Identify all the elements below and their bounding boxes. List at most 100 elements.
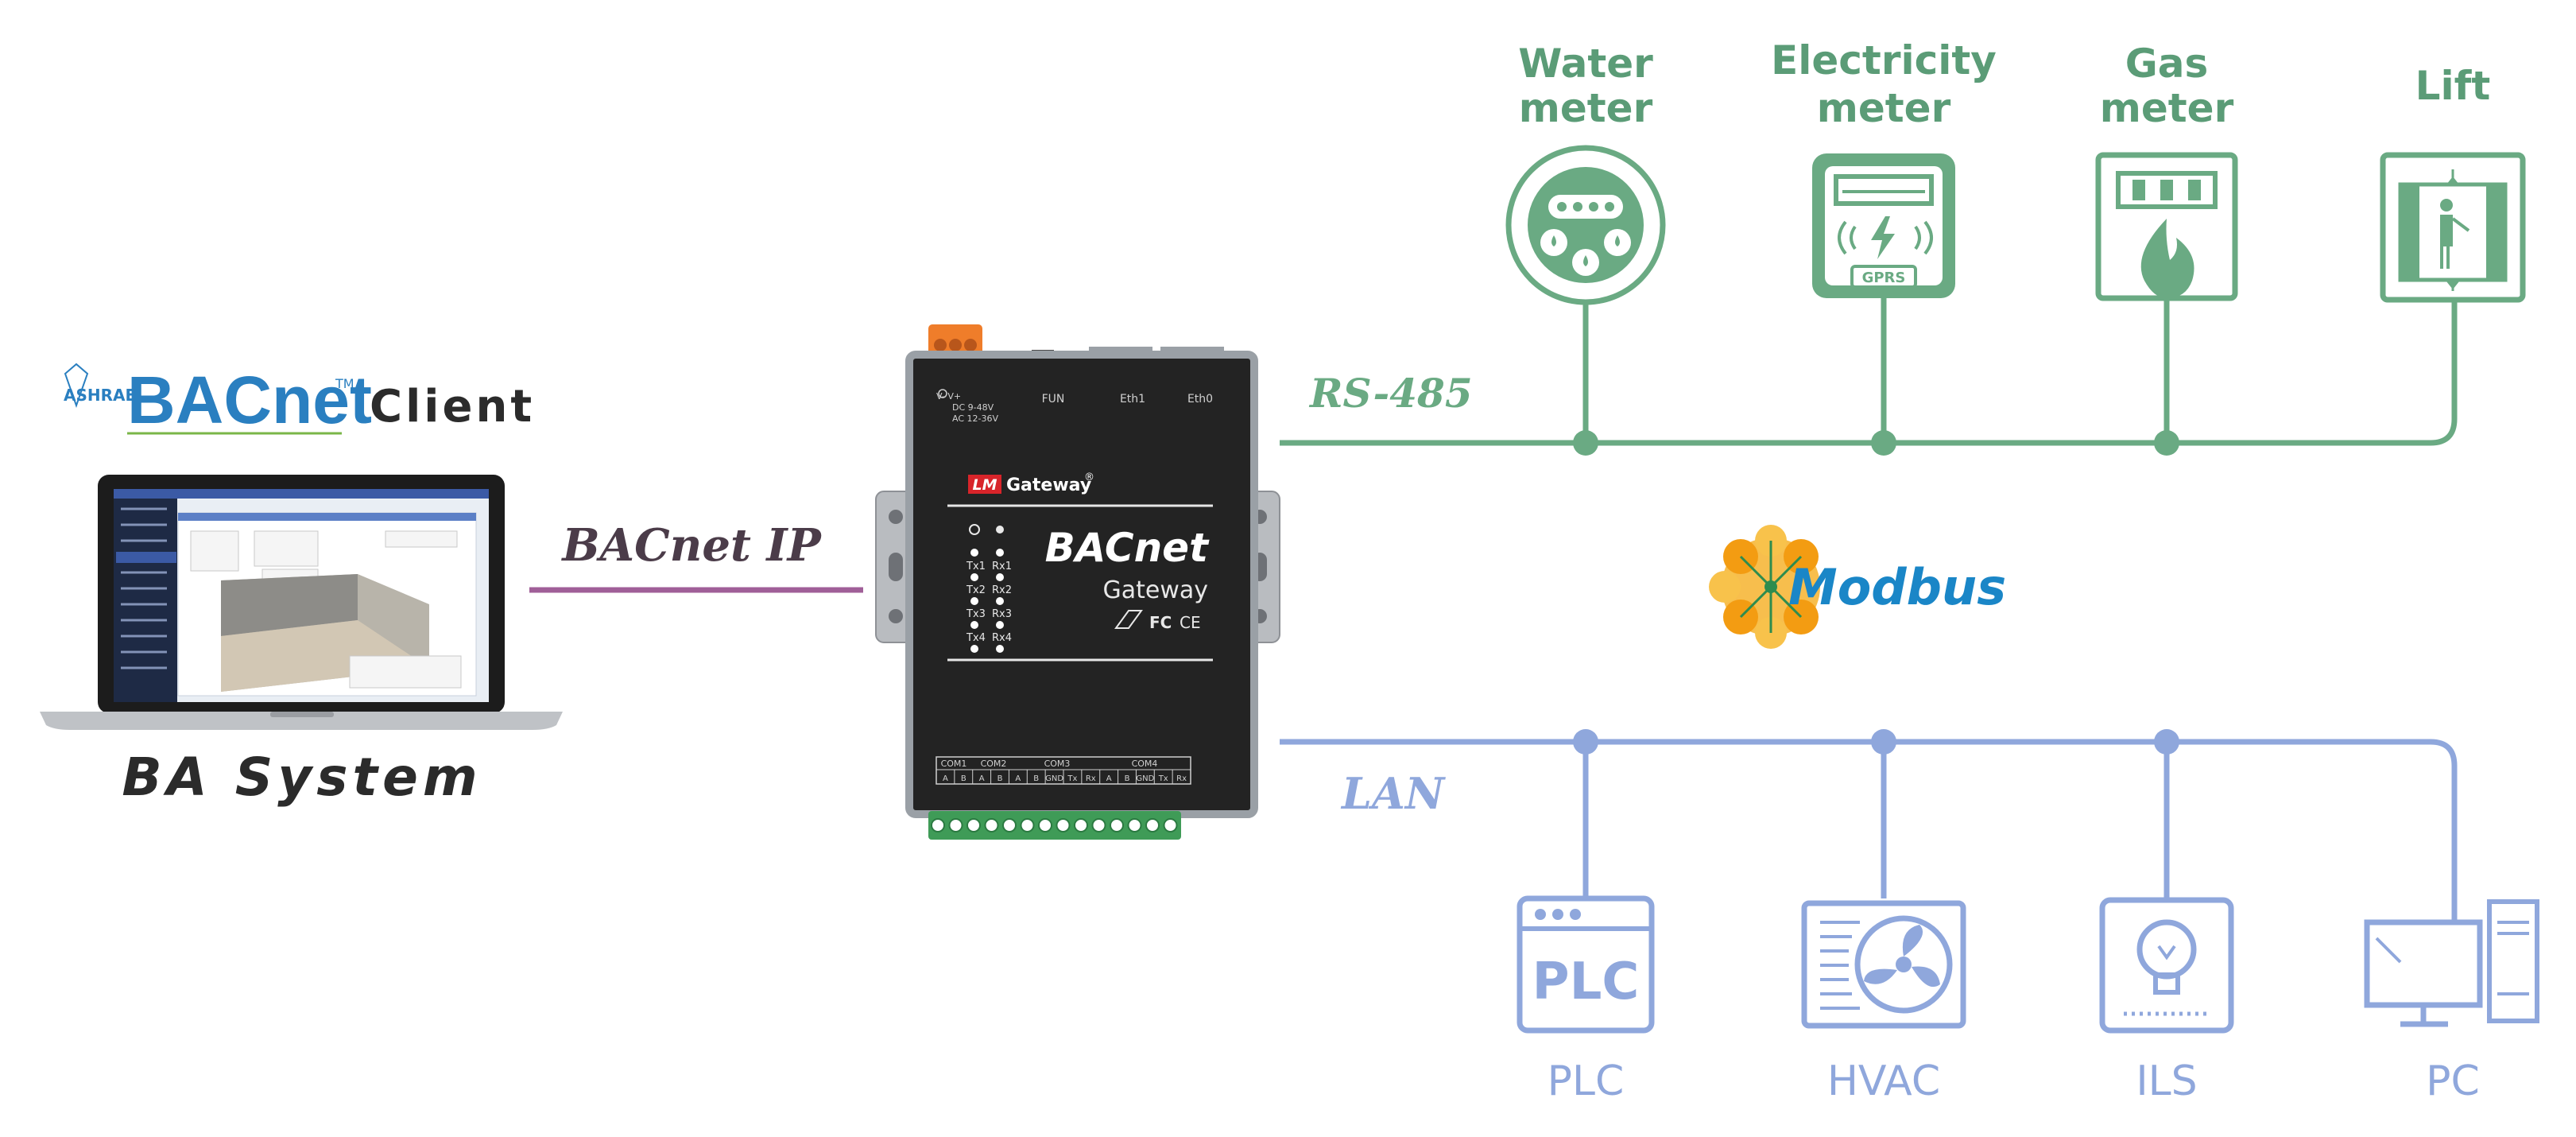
- led-dot: [996, 621, 1004, 629]
- led-dot: [996, 549, 1004, 557]
- lift-icon: [2380, 152, 2526, 303]
- gateway-device: V- V+ DC 9-48V AC 12-36V FUN Eth1 Eth0 L…: [875, 324, 1280, 840]
- com-label: COM3: [1044, 759, 1071, 769]
- gprs-badge: GPRS: [1862, 270, 1906, 286]
- rs485-node: [1573, 430, 1598, 456]
- rs485-node: [2154, 430, 2179, 456]
- pin-label: B: [997, 774, 1003, 783]
- led-label: Tx3: [966, 608, 986, 620]
- electricity-meter-label-1: Electricity: [1771, 37, 1997, 83]
- bacnet-client: ASHRAE BACnet TM Client: [40, 363, 563, 808]
- led-dot: [970, 621, 978, 629]
- reg-mark: ®: [1084, 471, 1094, 483]
- plc-icon-text: PLC: [1532, 953, 1640, 1011]
- pin-label: GND: [1136, 774, 1154, 783]
- lan-bus-line: [1280, 739, 2458, 922]
- led-dot: [996, 573, 1004, 581]
- hvac-icon: [1801, 900, 1966, 1029]
- terminal-screw: [1002, 818, 1017, 832]
- terminal-screw: [984, 818, 999, 832]
- gas-meter-icon: [2095, 152, 2238, 301]
- pin-label: A: [1106, 774, 1112, 783]
- ashrae-text: ASHRAE: [64, 386, 136, 405]
- led-label: Rx3: [992, 608, 1012, 620]
- pin-label: GND: [1045, 774, 1063, 783]
- com-labels: COM1 COM2 COM3 COM4: [941, 759, 1158, 769]
- pc-icon: [2364, 899, 2539, 1027]
- rs485-bus-line: [1280, 302, 2458, 446]
- water-meter-icon: [1505, 145, 1666, 305]
- lan-label: LAN: [1340, 768, 1447, 819]
- gas-meter-label-2: meter: [2100, 85, 2234, 131]
- bacnet-ip-label: BACnet IP: [560, 519, 822, 572]
- fun-label: FUN: [1042, 393, 1065, 406]
- led-label: Tx1: [966, 561, 986, 572]
- bacnet-logo-text: BACnet: [127, 363, 372, 437]
- modbus-text: Modbus: [1788, 558, 2006, 616]
- terminal-screw: [1074, 818, 1088, 832]
- client-word: Client: [370, 381, 535, 433]
- terminal-screw: [1145, 818, 1160, 832]
- ba-system-label: BA System: [122, 747, 482, 808]
- terminal-screw: [1127, 818, 1142, 832]
- lan-node: [2154, 729, 2179, 755]
- pin-label: Tx: [1158, 774, 1168, 783]
- pin-label: A: [979, 774, 985, 783]
- water-meter-label-2: meter: [1519, 85, 1653, 131]
- com-label: COM4: [1132, 759, 1158, 769]
- com-label: COM2: [981, 759, 1007, 769]
- terminal-screw: [1056, 818, 1071, 832]
- gateway-title: BACnet: [1045, 525, 1210, 571]
- lift-label: Lift: [2415, 63, 2491, 109]
- led-dot: [970, 573, 978, 581]
- ils-label: ILS: [2136, 1057, 2197, 1105]
- terminal-screw: [931, 818, 945, 832]
- pin-label: B: [1125, 774, 1130, 783]
- lan-node: [1573, 729, 1598, 755]
- power-text-2: DC 9-48V: [952, 402, 994, 413]
- led-dot: [970, 597, 978, 605]
- terminal-screw: [1038, 818, 1052, 832]
- lm-badge-text: LM: [972, 476, 997, 494]
- eth0-label: Eth0: [1187, 393, 1213, 406]
- ce-mark: CE: [1180, 613, 1201, 632]
- plc-icon: PLC: [1517, 895, 1655, 1034]
- lan-node: [1871, 729, 1896, 755]
- electricity-meter-icon: GPRS: [1812, 153, 1955, 298]
- pc-label: PC: [2426, 1057, 2480, 1105]
- terminal-block: [928, 811, 1181, 840]
- led-dot: [970, 549, 978, 557]
- led-dot: [996, 597, 1004, 605]
- com-label: COM1: [941, 759, 967, 769]
- brand-text: Gateway: [1006, 475, 1091, 495]
- terminal-screw: [1020, 818, 1035, 832]
- pin-label: B: [961, 774, 966, 783]
- fc-mark: FC: [1149, 613, 1172, 632]
- plc-label: PLC: [1548, 1057, 1625, 1105]
- ashrae-logo: ASHRAE: [64, 363, 136, 409]
- pin-label: Tx: [1067, 774, 1077, 783]
- pin-label: Rx: [1086, 774, 1096, 783]
- electricity-meter-label-2: meter: [1817, 85, 1951, 131]
- hvac-label: HVAC: [1827, 1057, 1940, 1105]
- eth1-label: Eth1: [1120, 393, 1145, 406]
- led-label: Rx2: [992, 584, 1012, 596]
- led-dot: [970, 645, 978, 653]
- ils-icon: [2099, 897, 2234, 1034]
- pin-label: A: [1015, 774, 1021, 783]
- rs485-node: [1871, 430, 1896, 456]
- led-label: Tx2: [966, 584, 986, 596]
- power-text-1: V- V+: [936, 391, 961, 402]
- pin-label: B: [1033, 774, 1039, 783]
- terminal-screw: [1091, 818, 1106, 832]
- laptop-icon: [40, 475, 563, 730]
- run-icon: [996, 526, 1004, 534]
- tm-mark: TM: [335, 376, 354, 391]
- led-label: Tx4: [966, 632, 986, 644]
- gateway-subtitle: Gateway: [1102, 576, 1208, 604]
- led-dot: [996, 645, 1004, 653]
- pin-label: A: [943, 774, 948, 783]
- power-text-3: AC 12-36V: [952, 413, 998, 424]
- power-icon: [969, 524, 980, 535]
